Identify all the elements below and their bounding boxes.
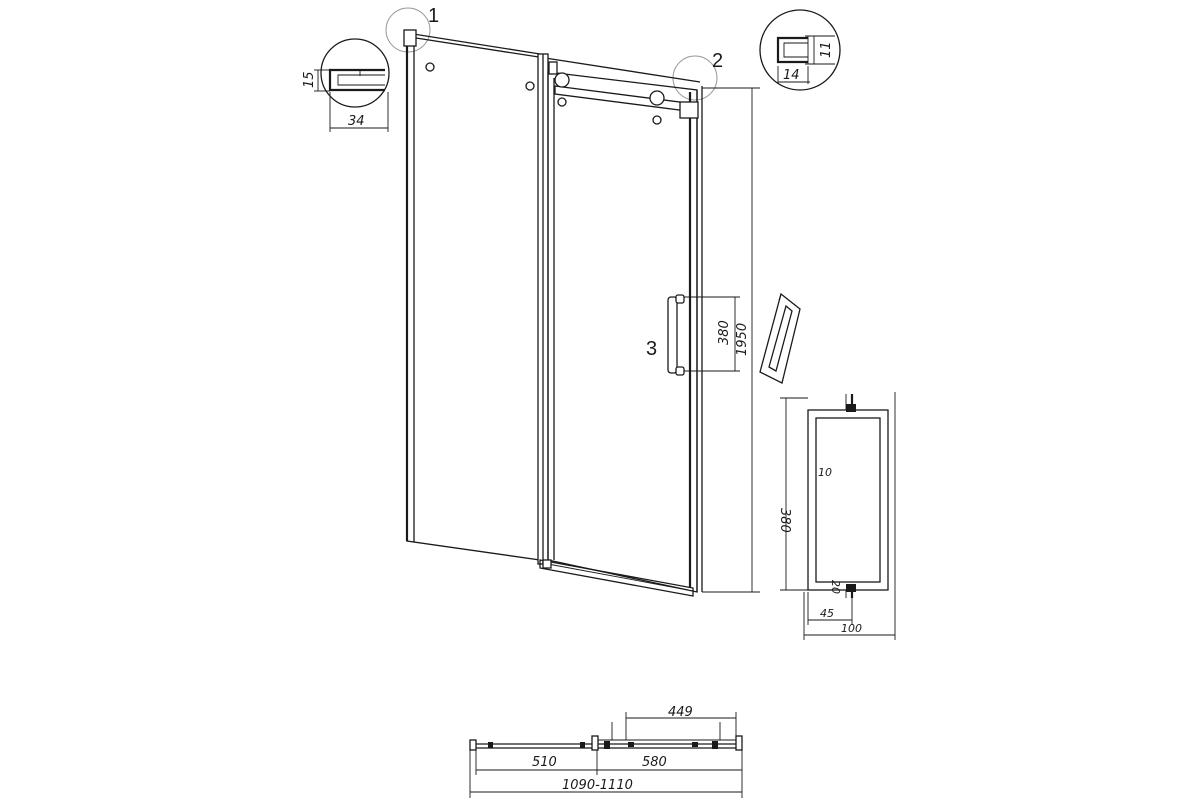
handle-length-label: 380 (777, 508, 792, 533)
svg-text:3: 3 (646, 338, 657, 360)
plan-total-dim-label: 1090-1110 (562, 778, 633, 793)
handle-perspective-icon (759, 292, 801, 384)
profile-1-width-label: 34 (348, 114, 365, 129)
profile-2-height-label: 11 (819, 41, 834, 58)
profile-2-detail: 11 14 (759, 9, 841, 91)
profile-1-height-label: 15 (302, 71, 317, 88)
profile-1-detail: 15 34 (302, 38, 390, 132)
shower-door (403, 29, 703, 597)
door-height-dimensions: 380 1950 (684, 87, 760, 593)
handle-detail: 380 10 20 45 100 (777, 392, 896, 640)
callout-3: 3 (646, 338, 657, 360)
svg-text:1: 1 (428, 5, 439, 27)
plan-view: 449 510 580 1090-1110 (469, 705, 743, 798)
svg-text:2: 2 (712, 50, 723, 72)
depth-label: 100 (841, 622, 862, 635)
standoff-label: 20 (829, 580, 842, 594)
handle-height-label: 380 (717, 320, 732, 345)
offset-label: 45 (820, 607, 834, 620)
bar-diameter-label: 10 (818, 466, 832, 479)
plan-right-dim-label: 580 (642, 755, 667, 770)
callout-2: 2 (672, 50, 723, 101)
plan-left-dim-label: 510 (532, 755, 557, 770)
total-height-label: 1950 (735, 323, 750, 356)
plan-top-dim-label: 449 (668, 705, 693, 720)
profile-2-width-label: 14 (783, 68, 800, 83)
